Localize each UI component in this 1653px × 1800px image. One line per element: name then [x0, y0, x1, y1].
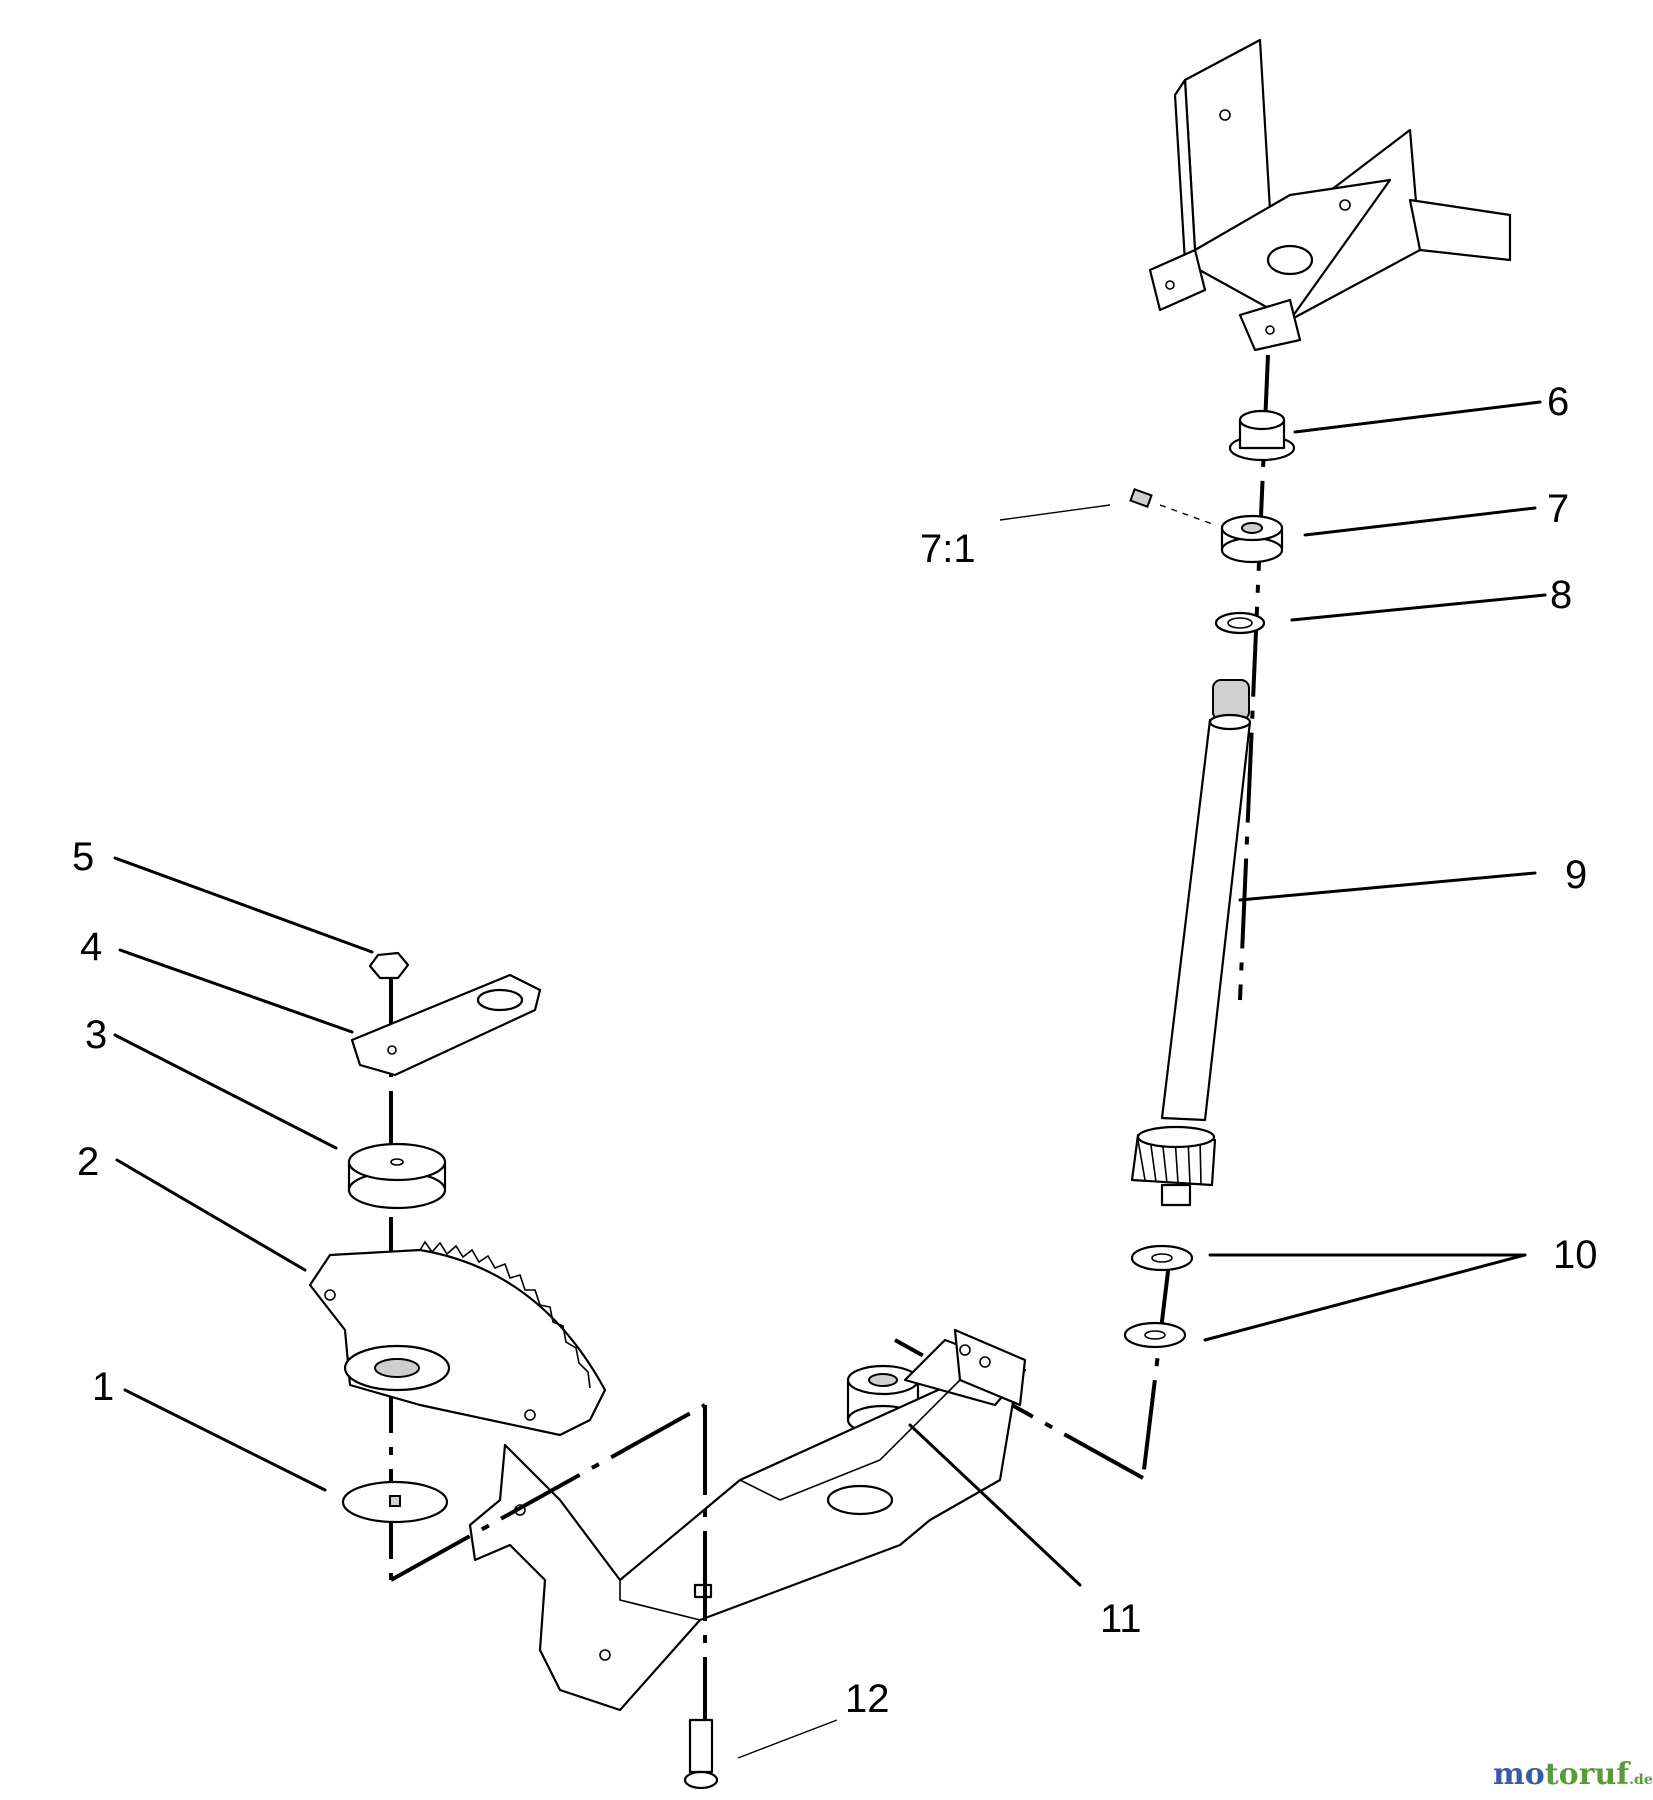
part-6-bushing: [1228, 409, 1296, 462]
callout-1: 1: [92, 1365, 114, 1409]
part-3-spacer: [347, 1142, 447, 1210]
steering-support-bracket: [1148, 38, 1512, 352]
part-8-snap-ring: [1214, 611, 1266, 635]
part-4-steering-arm: [350, 973, 542, 1077]
callout-7-1: 7:1: [920, 527, 976, 571]
callout-2: 2: [77, 1140, 99, 1184]
callout-12: 12: [845, 1677, 890, 1721]
callout-11: 11: [1100, 1597, 1142, 1641]
part-9-steering-shaft: [1130, 679, 1252, 1207]
leader-lines: [113, 400, 1547, 1759]
part-2-sector-gear: [308, 1240, 607, 1437]
callout-labels: 1 2 3 4 5 6 7 7:1 8 9 10 11 12: [72, 380, 1598, 1721]
callout-9: 9: [1565, 853, 1587, 897]
watermark-part1: mo: [1493, 1757, 1545, 1792]
watermark-logo: motoruf.de: [1493, 1757, 1653, 1792]
watermark-suffix: .de: [1629, 1772, 1653, 1788]
part-7-1-key: [1129, 488, 1153, 508]
callout-10: 10: [1553, 1233, 1598, 1277]
part-10-washers: [1123, 1244, 1194, 1349]
part-7-bearing: [1220, 514, 1284, 564]
part-12-bolt: [683, 1718, 719, 1790]
callout-4: 4: [80, 925, 102, 969]
part-1-washer: [341, 1480, 449, 1524]
svg-text:motoruf.de: motoruf.de: [1493, 1757, 1653, 1792]
part-5-nut: [368, 951, 410, 980]
callout-3: 3: [85, 1013, 107, 1057]
callout-6: 6: [1547, 380, 1569, 424]
callout-8: 8: [1550, 573, 1572, 617]
watermark-part2: toruf: [1545, 1757, 1631, 1792]
steering-support-plate: [468, 1328, 1027, 1712]
callout-7: 7: [1547, 487, 1569, 531]
callout-5: 5: [72, 835, 94, 879]
